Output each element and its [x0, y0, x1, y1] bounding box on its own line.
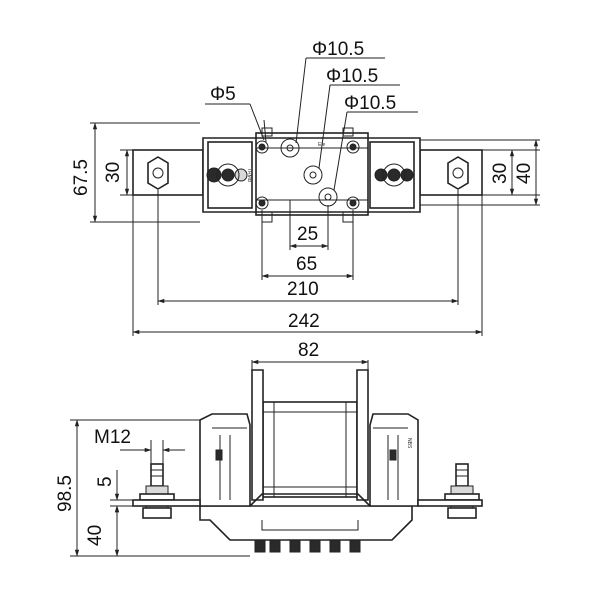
- right-busbar-front: [417, 499, 483, 507]
- left-screw-1: [206, 167, 222, 183]
- fuse-link-body: [262, 401, 358, 498]
- right-bolt-nut: [447, 156, 469, 190]
- center-block: [255, 132, 369, 216]
- right-bolt-shank: [455, 463, 469, 487]
- right-screw-2: [387, 168, 401, 182]
- hole-phi5: [255, 140, 269, 154]
- label-5: 5: [95, 476, 116, 487]
- label-phi10-5-b: Φ10.5: [326, 66, 378, 87]
- label-40-front: 40: [85, 525, 106, 546]
- right-screw-3: [400, 168, 414, 182]
- hole-phi10-5-b: [303, 165, 323, 185]
- right-knife-contact: [356, 369, 369, 501]
- label-242: 242: [288, 311, 320, 332]
- left-screw-3: [234, 168, 248, 182]
- fuse-base-body: [202, 137, 421, 213]
- label-phi10-5-a: Φ10.5: [312, 39, 364, 60]
- left-bolt-nut: [147, 156, 169, 190]
- top-view: Ele TRMB: [71, 39, 540, 336]
- label-30-right: 30: [490, 163, 511, 184]
- front-body-mark: NBS: [406, 438, 412, 449]
- left-bolt-nut-front: [145, 485, 169, 495]
- base-bottom: [199, 505, 413, 541]
- label-40: 40: [514, 163, 535, 184]
- right-bolt-nut-front: [450, 485, 474, 495]
- right-screw-1: [374, 168, 388, 182]
- label-82: 82: [298, 340, 319, 361]
- left-knife-contact: [251, 369, 264, 501]
- label-98-5: 98.5: [55, 475, 76, 512]
- hole-phi10-5-a: [280, 138, 300, 158]
- label-30-left: 30: [103, 162, 124, 183]
- right-contact-housing: [369, 141, 415, 209]
- label-phi10-5-c: Φ10.5: [344, 93, 396, 114]
- label-210: 210: [287, 279, 319, 300]
- label-phi5: Φ5: [210, 84, 236, 105]
- body-mark-trmb: TRMB: [246, 168, 252, 183]
- left-screw-2: [221, 168, 235, 182]
- label-65: 65: [296, 254, 317, 275]
- front-view: NBS 82: [55, 340, 483, 557]
- left-bolt-shank: [150, 463, 164, 487]
- label-25: 25: [297, 224, 318, 245]
- label-m12: M12: [94, 427, 131, 448]
- left-busbar-front: [132, 499, 201, 507]
- label-67-5: 67.5: [71, 159, 92, 196]
